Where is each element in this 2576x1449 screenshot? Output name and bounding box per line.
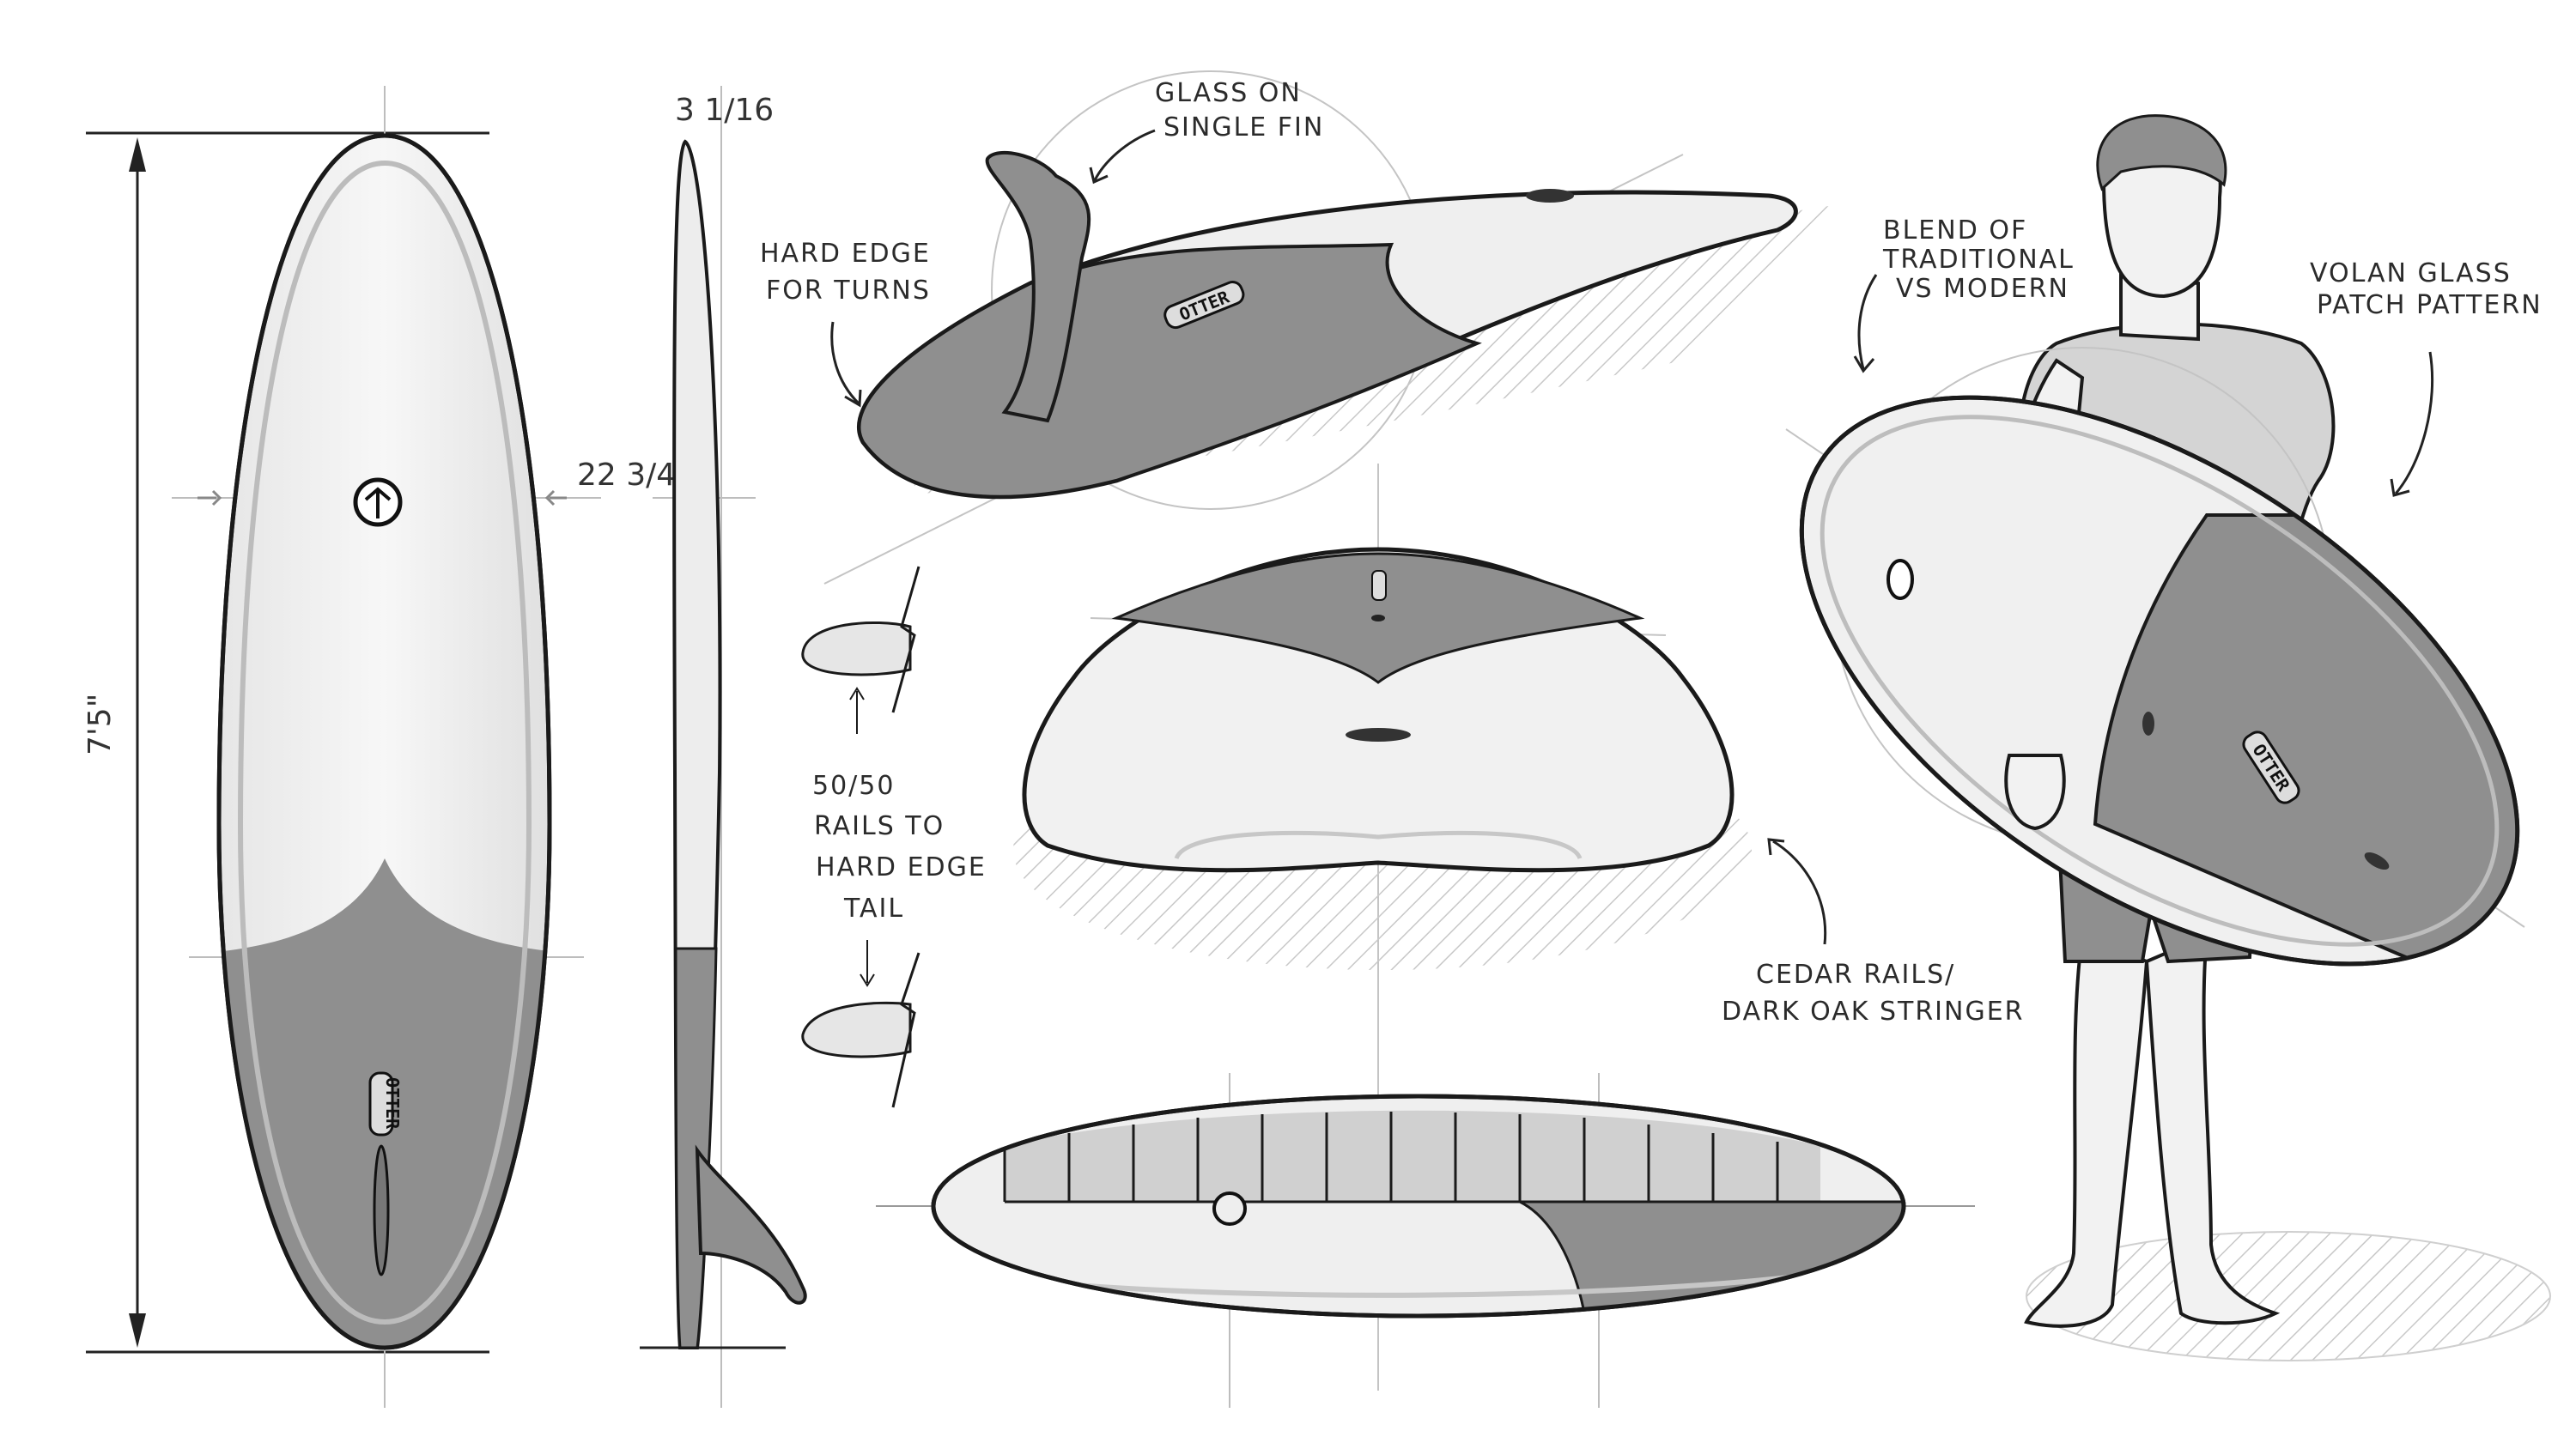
- svg-text:RAILS TO: RAILS TO: [814, 811, 945, 841]
- annotation-rails: 50/50 RAILS TO HARD EDGE TAIL: [812, 771, 987, 924]
- svg-text:VS MODERN: VS MODERN: [1896, 274, 2069, 304]
- svg-text:SINGLE FIN: SINGLE FIN: [1163, 112, 1324, 142]
- nose-on-view: [1013, 464, 1752, 1391]
- perspective-board-with-fin: OTTER: [823, 70, 1829, 585]
- annotation-blend: BLEND OF TRADITIONAL VS MODERN: [1853, 215, 2075, 373]
- svg-text:GLASS ON: GLASS ON: [1155, 78, 1302, 108]
- svg-text:TAIL: TAIL: [843, 894, 904, 924]
- side-profile-board: 3 1/16: [640, 86, 807, 1408]
- annotation-hard-edge: HARD EDGE FOR TURNS: [760, 239, 931, 408]
- svg-text:CEDAR RAILS/: CEDAR RAILS/: [1756, 960, 1955, 990]
- width-label: 22 3/4: [577, 458, 676, 493]
- svg-text:HARD EDGE: HARD EDGE: [760, 239, 931, 269]
- top-logo-text: OTTER: [382, 1077, 403, 1130]
- svg-text:TRADITIONAL: TRADITIONAL: [1882, 245, 2075, 275]
- thickness-label: 3 1/16: [675, 93, 774, 128]
- svg-text:VOLAN GLASS: VOLAN GLASS: [2310, 258, 2512, 288]
- annotation-volan: VOLAN GLASS PATCH PATTERN: [2310, 258, 2543, 497]
- svg-text:PATCH PATTERN: PATCH PATTERN: [2317, 290, 2543, 320]
- svg-text:HARD EDGE: HARD EDGE: [816, 852, 987, 882]
- svg-text:DARK OAK STRINGER: DARK OAK STRINGER: [1722, 997, 2025, 1027]
- annotation-cedar: CEDAR RAILS/ DARK OAK STRINGER: [1722, 838, 2025, 1027]
- svg-text:FOR TURNS: FOR TURNS: [766, 276, 931, 306]
- rail-profiles: [801, 566, 920, 1108]
- svg-text:BLEND OF: BLEND OF: [1883, 215, 2027, 246]
- top-view-board: OTTER 7'5" 22 3/4: [82, 86, 676, 1408]
- annotation-glass-on-fin: GLASS ON SINGLE FIN: [1089, 78, 1324, 185]
- cutaway-bottom-view: [876, 1073, 1975, 1408]
- length-label: 7'5": [82, 694, 118, 755]
- svg-text:50/50: 50/50: [812, 771, 895, 801]
